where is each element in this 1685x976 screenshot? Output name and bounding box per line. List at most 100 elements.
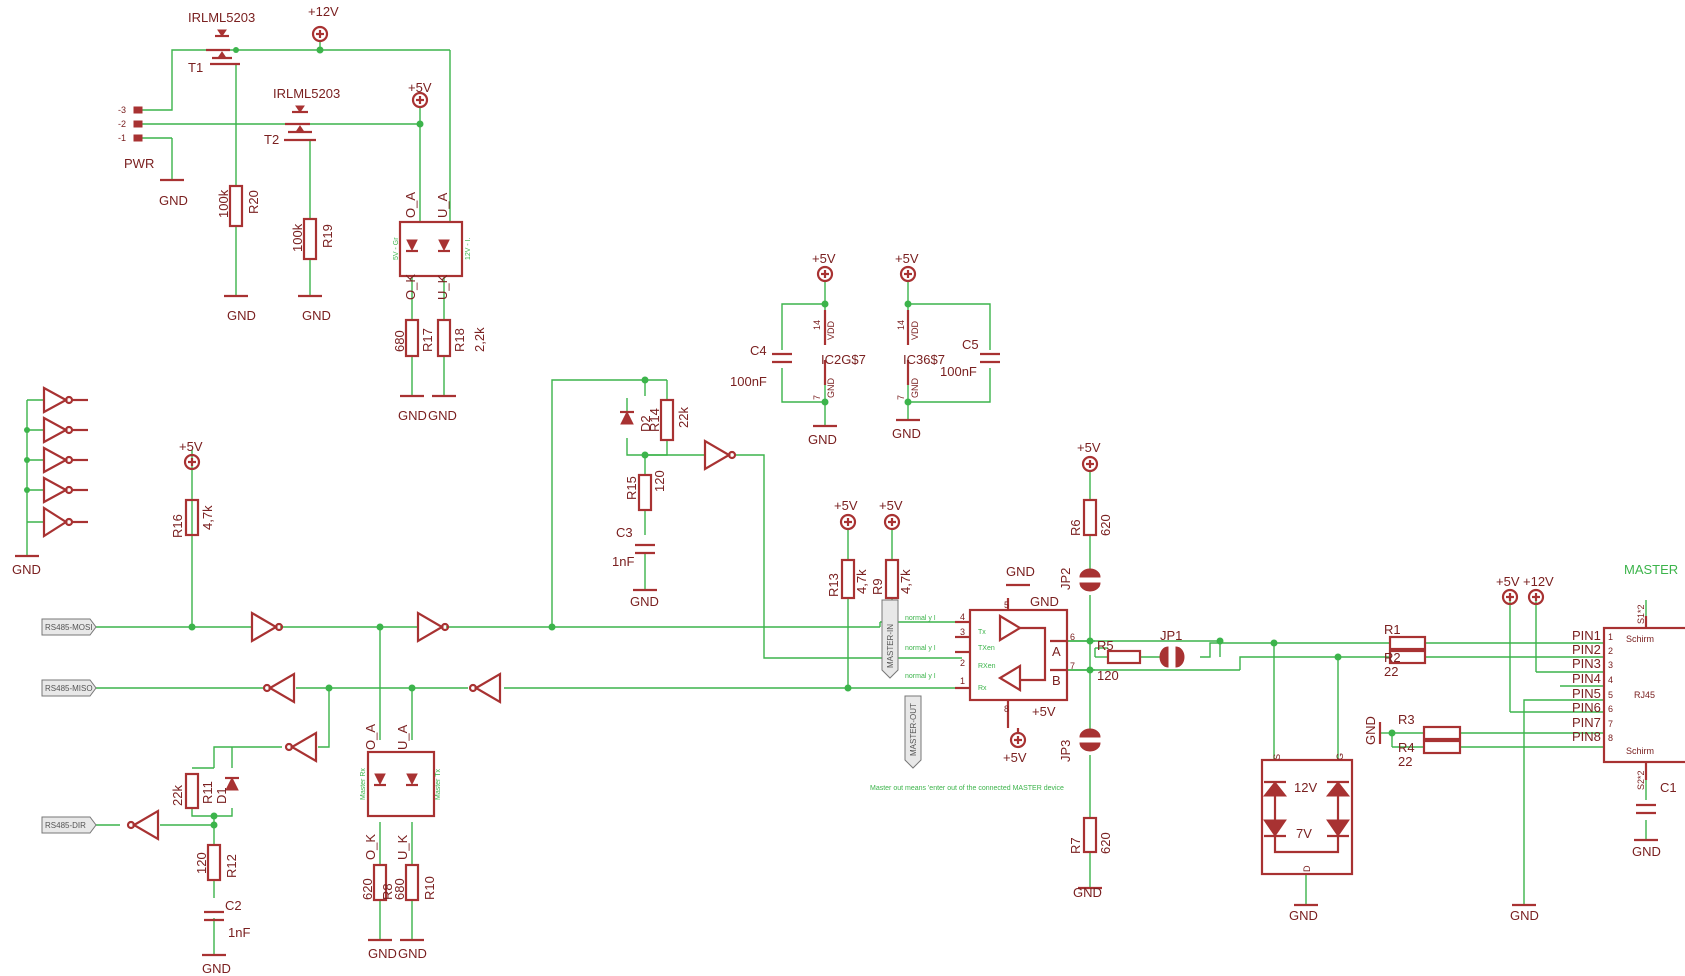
pinnum-5: 5 bbox=[1608, 690, 1613, 700]
gnd-tvs: GND bbox=[1289, 908, 1318, 923]
r5-value: 120 bbox=[1097, 668, 1119, 683]
c4-pin14: 14 bbox=[812, 320, 822, 330]
pwr-pin-1: -1 bbox=[118, 133, 126, 143]
pinnum-6: 6 bbox=[1608, 704, 1613, 714]
master-title: MASTER bbox=[1624, 562, 1678, 577]
ic-pin-5: 5 bbox=[1004, 600, 1009, 610]
c2-value: 1nF bbox=[228, 925, 250, 940]
flag-master-in: MASTER-IN bbox=[886, 624, 895, 668]
pullups bbox=[184, 498, 900, 600]
gnd-r10: GND bbox=[398, 946, 427, 961]
r8-value: 620 bbox=[360, 878, 375, 900]
flag-mosi: RS485-MOSI bbox=[45, 623, 93, 632]
gnd-r8: GND bbox=[368, 946, 397, 961]
ic-b: B bbox=[1052, 673, 1061, 688]
led-uk: U_K bbox=[435, 274, 450, 300]
r19-label: R19 bbox=[320, 224, 335, 248]
r34-value: 22 bbox=[1398, 754, 1412, 769]
r12-value: 22 bbox=[1384, 664, 1398, 679]
pin1: PIN1 bbox=[1572, 628, 1601, 643]
led-b-ua: U_A bbox=[395, 724, 410, 750]
led-bottom bbox=[366, 750, 436, 902]
ic-rx: Rx bbox=[978, 685, 987, 692]
led-b-right: Master Tx bbox=[435, 769, 442, 800]
pinnum-4: 4 bbox=[1608, 675, 1613, 685]
termination bbox=[1079, 498, 1185, 854]
ic-pin-4: 4 bbox=[960, 612, 965, 622]
master-flags bbox=[881, 599, 922, 769]
led-b-uk: U_K bbox=[395, 834, 410, 860]
gnd-r17: GND bbox=[398, 408, 427, 423]
led-b-ok: O_K bbox=[363, 834, 378, 860]
gnd-r18: GND bbox=[428, 408, 457, 423]
pin6: PIN6 bbox=[1572, 700, 1601, 715]
c5-gndpin: GND bbox=[910, 378, 920, 399]
ic-normal-2: normal y I bbox=[905, 645, 936, 652]
r5-label: R5 bbox=[1097, 638, 1114, 653]
r6-value: 620 bbox=[1098, 514, 1113, 536]
gnd-pwr: GND bbox=[159, 193, 188, 208]
r10-label: R10 bbox=[422, 876, 437, 900]
r14-label: R14 bbox=[647, 408, 662, 432]
c4-vdd: VDD bbox=[826, 320, 836, 340]
r15-value: 120 bbox=[652, 470, 667, 492]
transistor-t2 bbox=[284, 105, 316, 142]
buffer-stack bbox=[42, 386, 88, 539]
label-p5-ic: +5V bbox=[1032, 704, 1056, 719]
r13-label: R13 bbox=[826, 573, 841, 597]
junctions bbox=[24, 46, 1396, 829]
r6-label: R6 bbox=[1068, 519, 1083, 536]
gnd-r20: GND bbox=[227, 308, 256, 323]
r13-value: 4,7k bbox=[854, 569, 869, 594]
pinnum-2: 2 bbox=[1608, 646, 1613, 656]
ic-pin-6: 6 bbox=[1070, 632, 1075, 642]
c5-value: 100nF bbox=[940, 364, 977, 379]
label-p12-rj: +12V bbox=[1523, 574, 1554, 589]
gnd-c1: GND bbox=[1632, 844, 1661, 859]
r7-label: R7 bbox=[1068, 837, 1083, 854]
led-right: 12V - I. bbox=[465, 237, 472, 260]
tvs-d: D bbox=[1302, 865, 1312, 872]
r17-label: R17 bbox=[420, 328, 435, 352]
pin8: PIN8 bbox=[1572, 729, 1601, 744]
pinnum-8: 8 bbox=[1608, 733, 1613, 743]
ic-pin-8: 8 bbox=[1004, 704, 1009, 714]
pwr-label: PWR bbox=[124, 156, 154, 171]
c2-label: C2 bbox=[225, 898, 242, 913]
rs485-ic bbox=[955, 598, 1069, 733]
t1-part: IRLML5203 bbox=[188, 10, 255, 25]
led-oa: O_A bbox=[403, 192, 418, 218]
led-b-oa: O_A bbox=[363, 724, 378, 750]
label-p5-rj: +5V bbox=[1496, 574, 1520, 589]
r7-value: 620 bbox=[1098, 832, 1113, 854]
gnd-rj: GND bbox=[1510, 908, 1539, 923]
r2-label: R2 bbox=[1384, 650, 1401, 665]
r11-label: R11 bbox=[200, 781, 215, 804]
inverters bbox=[126, 439, 737, 841]
label-p5-r6: +5V bbox=[1077, 440, 1101, 455]
r1-label: R1 bbox=[1384, 622, 1401, 637]
led-ok: O_K bbox=[403, 274, 418, 300]
label-p5-c4: +5V bbox=[812, 251, 836, 266]
signal-flags bbox=[41, 618, 97, 834]
t1-name: T1 bbox=[188, 60, 203, 75]
ic-rxen: RXen bbox=[978, 663, 996, 670]
ic3-label: IC36$7 bbox=[903, 352, 945, 367]
ic-normal-1: normal y I bbox=[905, 615, 936, 622]
ic-pin-2: 2 bbox=[960, 658, 965, 668]
jp1-label: JP1 bbox=[1160, 628, 1182, 643]
label-p5-r16: +5V bbox=[179, 439, 203, 454]
gnd-buffers: GND bbox=[12, 562, 41, 577]
r17-value: 680 bbox=[392, 330, 407, 352]
rc-lower bbox=[184, 772, 239, 922]
schirm-bottom: Schirm bbox=[1626, 746, 1654, 756]
c5-pin7: 7 bbox=[896, 395, 906, 400]
ic-pin-7: 7 bbox=[1070, 661, 1075, 671]
led-left: 5V - Gr bbox=[393, 237, 400, 260]
pin3: PIN3 bbox=[1572, 656, 1601, 671]
c5-vdd: VDD bbox=[910, 320, 920, 340]
c3-value: 1nF bbox=[612, 554, 634, 569]
c4-pin7: 7 bbox=[812, 395, 822, 400]
r9-label: R9 bbox=[870, 578, 885, 595]
